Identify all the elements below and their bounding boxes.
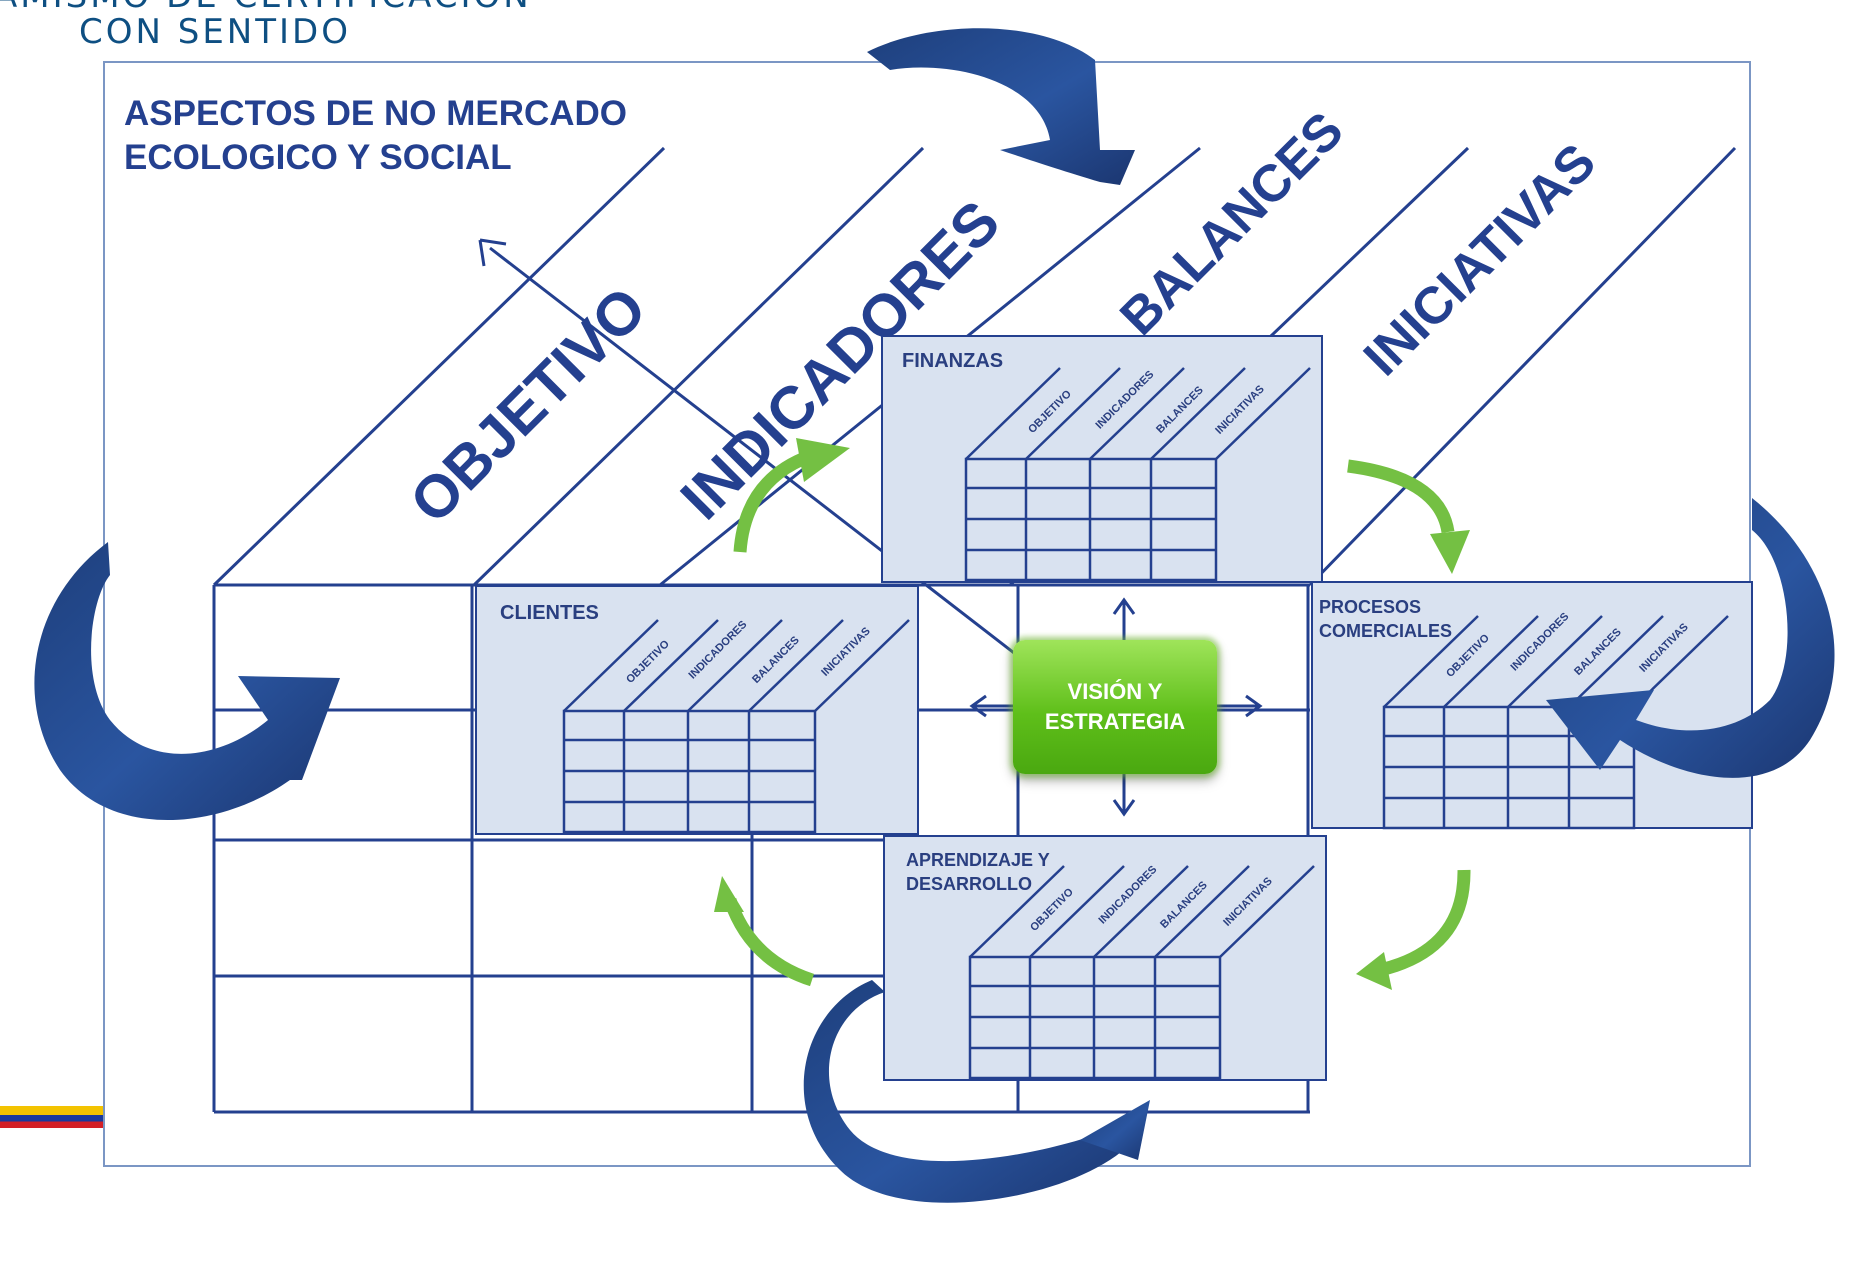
card-clientes <box>475 585 919 835</box>
vision-estrategia-box: VISIÓN Y ESTRATEGIA <box>1013 640 1217 774</box>
header-line-1: AMISMO DE CERTIFICACIÓN <box>0 0 532 16</box>
center-line-2: ESTRATEGIA <box>1044 709 1186 734</box>
green-arrowheads <box>714 438 1470 990</box>
center-line-1: VISIÓN Y <box>1067 679 1163 704</box>
perspective-label-procesos: PROCESOS COMERCIALES <box>1319 595 1452 643</box>
card-finanzas <box>881 335 1323 583</box>
procesos-line-2: COMERCIALES <box>1319 621 1453 641</box>
title-line-1: ASPECTOS DE NO MERCADO <box>124 94 628 133</box>
card-procesos <box>1311 581 1753 830</box>
aprendizaje-line-2: DESARROLLO <box>906 874 1032 894</box>
perspective-label-clientes: CLIENTES <box>500 602 599 624</box>
procesos-line-1: PROCESOS <box>1319 597 1422 617</box>
diagram-title: ASPECTOS DE NO MERCADO ECOLOGICO Y SOCIA… <box>124 92 627 180</box>
four-way-arrow-icon <box>969 597 1263 817</box>
card-aprendizaje <box>883 835 1327 1081</box>
flag-stripe <box>0 1106 112 1128</box>
perspective-label-finanzas: FINANZAS <box>902 350 1004 372</box>
aprendizaje-line-1: APRENDIZAJE Y <box>906 850 1050 870</box>
curved-green-arrow-icon <box>723 449 1471 987</box>
curved-blue-arrow-icon <box>34 28 1835 1203</box>
header-line-2: CON SENTIDO <box>79 12 351 52</box>
title-line-2: ECOLOGICO Y SOCIAL <box>124 138 512 177</box>
diagonal-arrow-icon <box>478 238 1019 658</box>
perspective-label-aprendizaje: APRENDIZAJE Y DESARROLLO <box>906 848 1050 896</box>
